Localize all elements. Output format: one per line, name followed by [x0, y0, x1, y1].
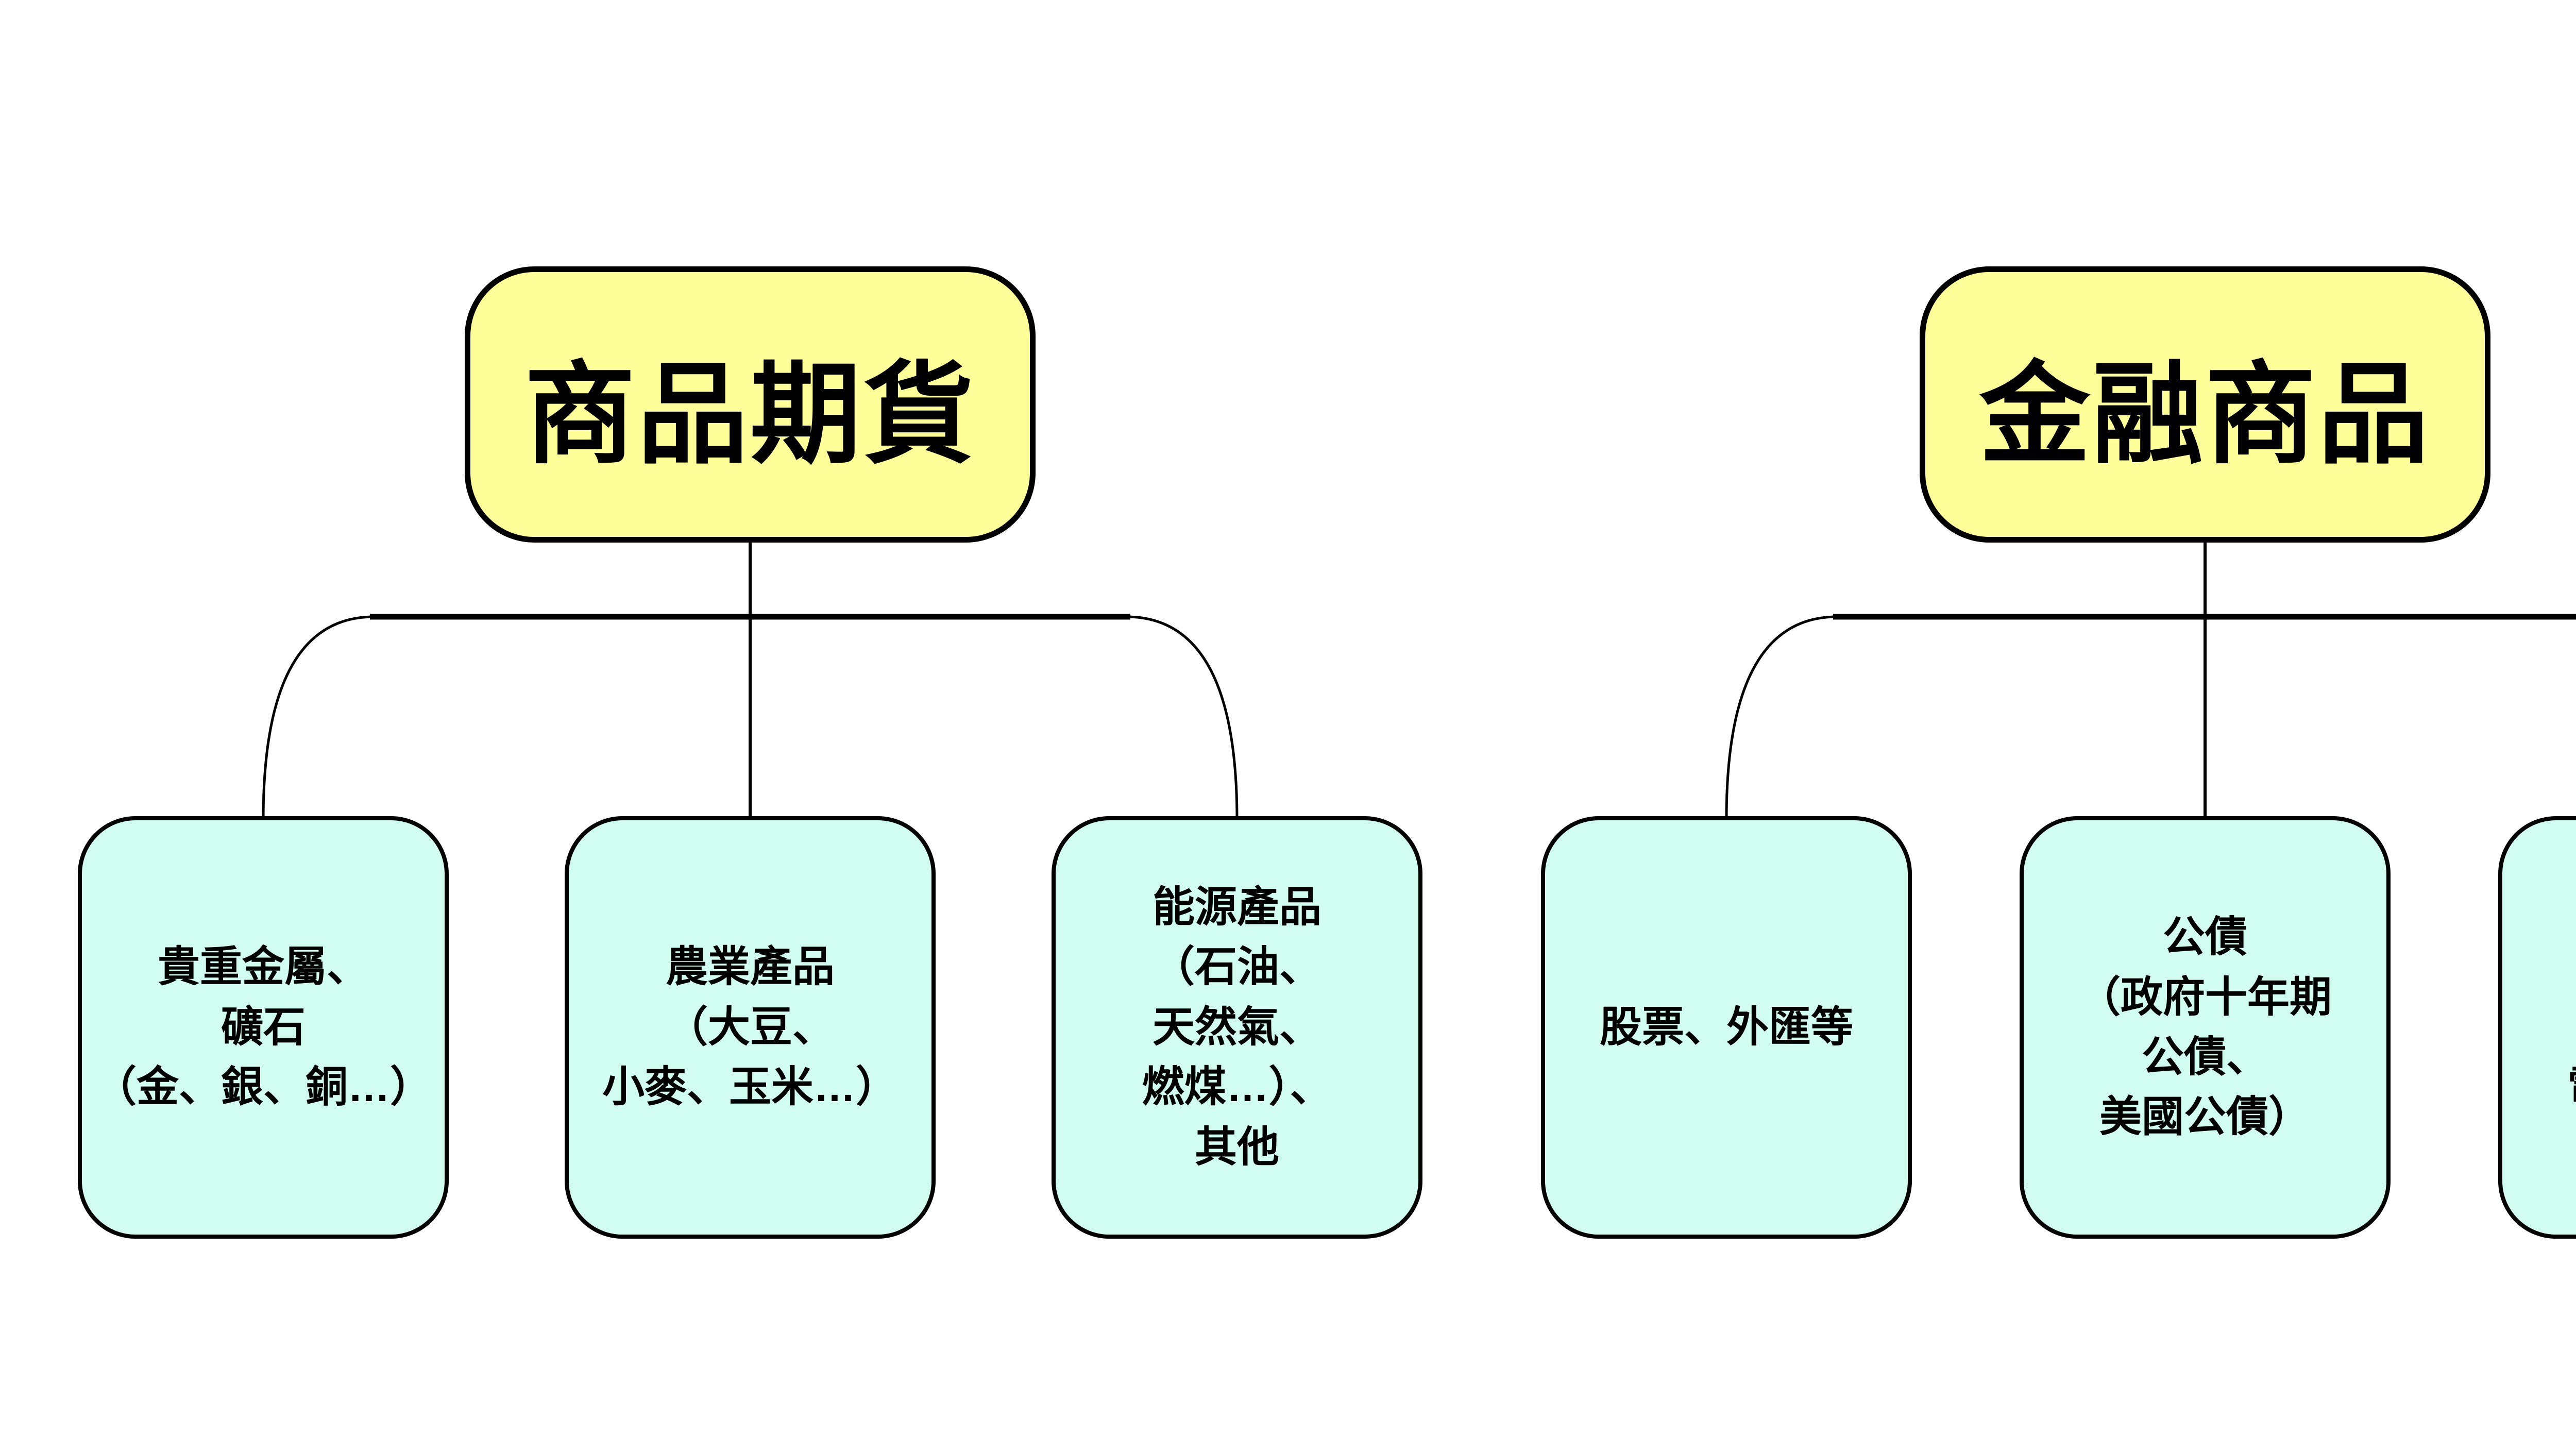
child-node-precious-metals: 貴重金屬、 礦石 （金、銀、銅…） [78, 816, 449, 1239]
connector-branch-left-a [262, 615, 375, 820]
connector-branch-right-b [2572, 615, 2576, 618]
child-node-bonds: 公債 （政府十年期 公債、 美國公債） [2020, 816, 2391, 1239]
child-node-stocks-forex: 股票、外匯等 [1541, 816, 1912, 1239]
root-node-financial-products: 金融商品 [1920, 266, 2490, 543]
connector-branch-left-b [1126, 615, 1239, 820]
child-node-energy-products: 能源產品 （石油、 天然氣、 燃煤…）、 其他 [1052, 816, 1422, 1239]
connector-branch-right-a [1725, 615, 1838, 820]
child-node-agricultural-products: 農業產品 （大豆、 小麥、玉米…） [565, 816, 936, 1239]
root-node-commodity-futures: 商品期貨 [465, 266, 1036, 543]
child-node-indexes: 指數 （台指期貨、 金融期貨、 電子期貨）、 其他 [2498, 816, 2576, 1239]
